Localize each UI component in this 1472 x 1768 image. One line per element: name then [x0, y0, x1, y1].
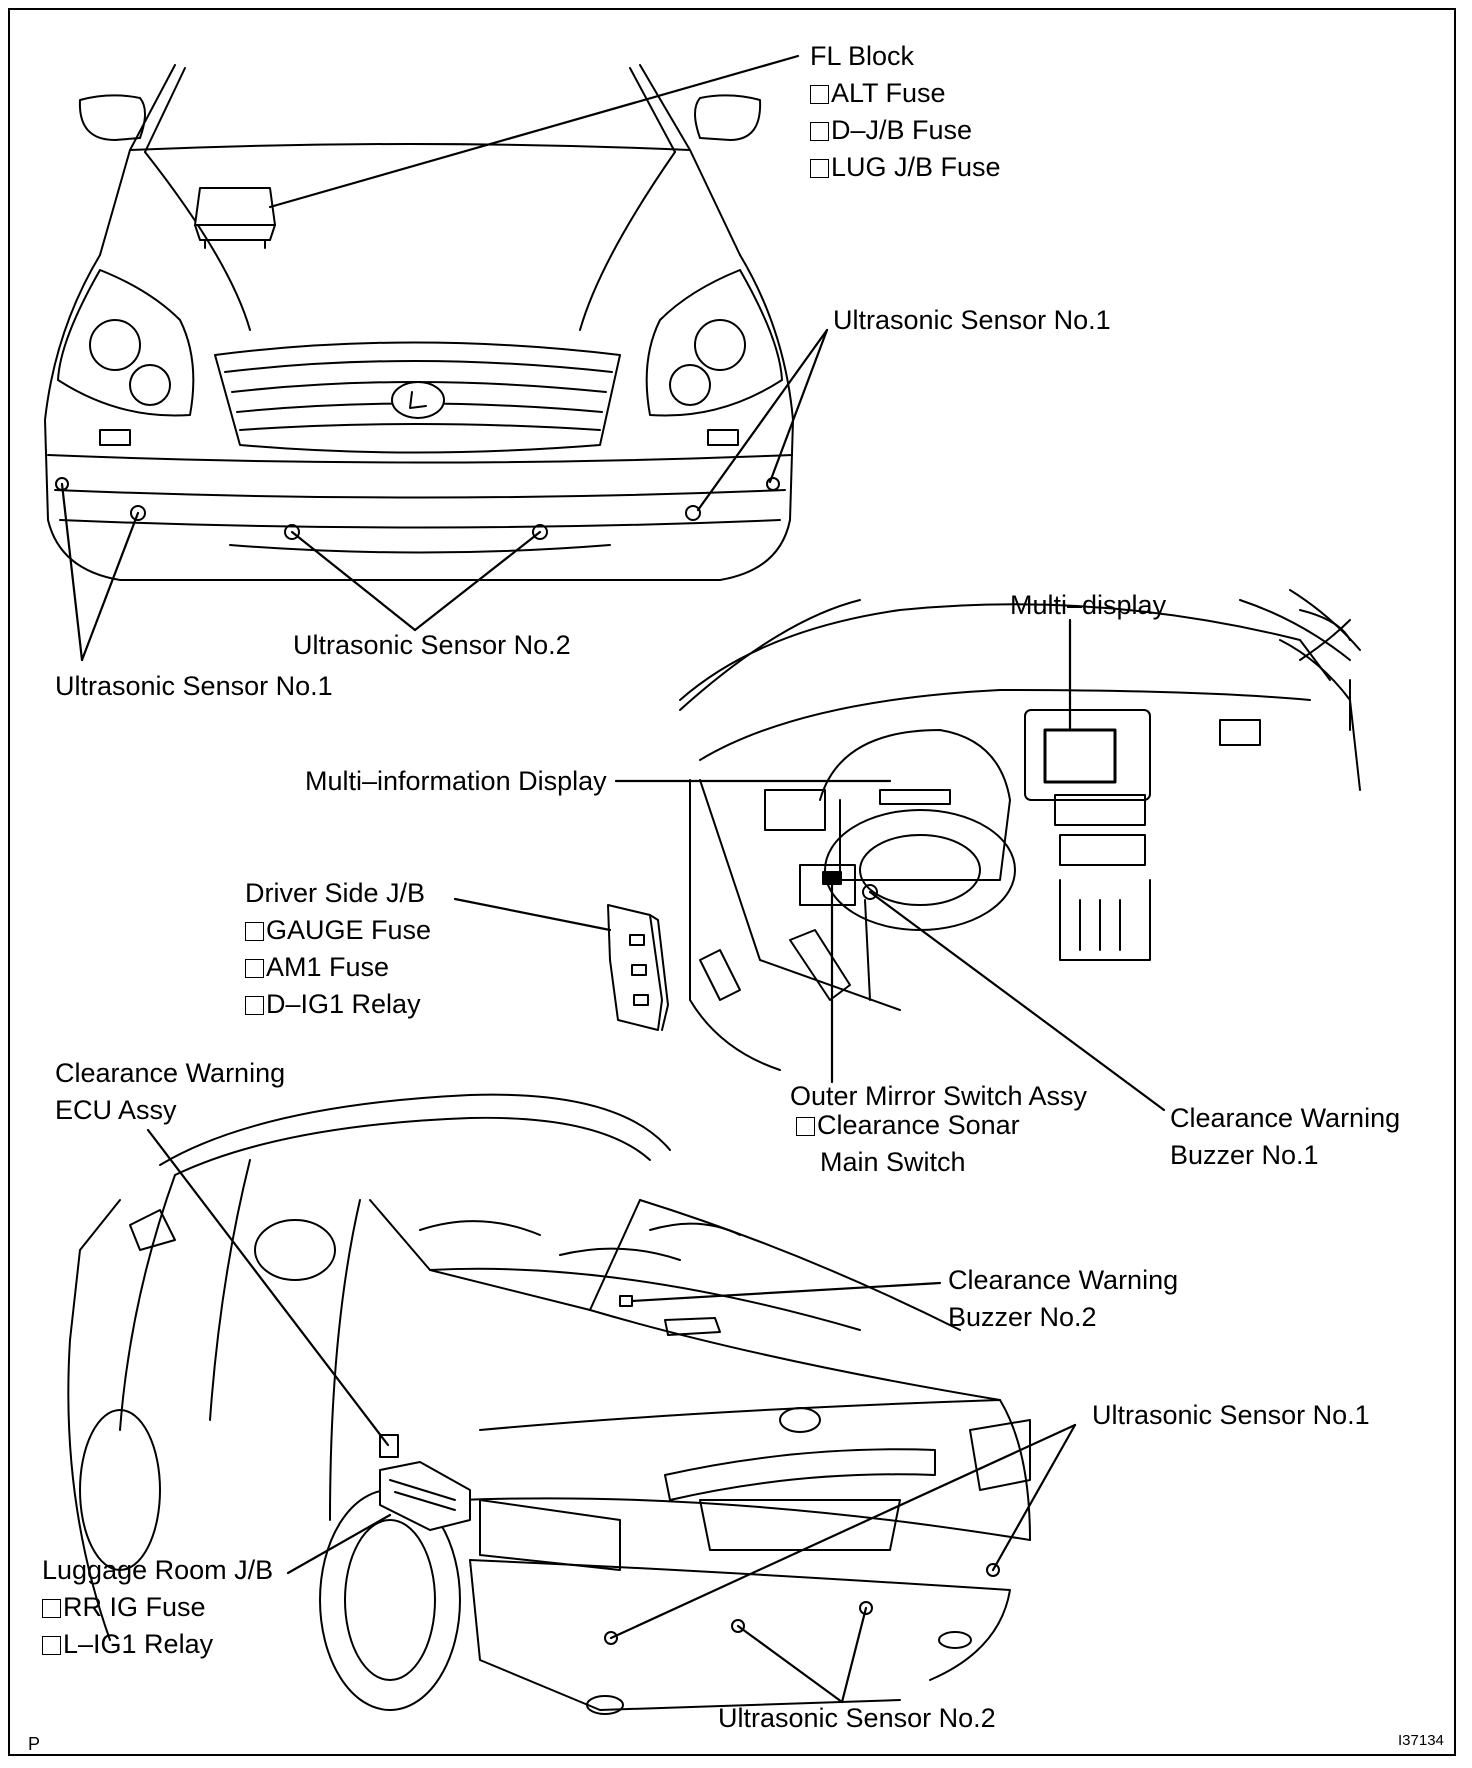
ultrasonic-sensor-1-front-right-label: Ultrasonic Sensor No.1: [833, 305, 1111, 335]
driver-side-jb-item: AM1 Fuse: [245, 949, 431, 986]
checkbox-icon: [810, 159, 829, 178]
driver-side-jb-item: D–IG1 Relay: [245, 986, 431, 1023]
ultrasonic-sensor-1-rear-label: Ultrasonic Sensor No.1: [1092, 1400, 1370, 1430]
checkbox-icon: [42, 1636, 61, 1655]
checkbox-icon: [796, 1117, 815, 1136]
checkbox-icon: [245, 959, 264, 978]
dashboard-illustration: [679, 589, 1361, 1071]
fl-block-label: FL Block ALT Fuse D–J/B Fuse LUG J/B Fus…: [810, 38, 1001, 186]
clearance-warning-buzzer-1-label: Clearance Warning Buzzer No.1: [1170, 1103, 1401, 1170]
fl-block-title: FL Block: [810, 41, 915, 71]
ultrasonic-sensor-1-front-left-label: Ultrasonic Sensor No.1: [55, 671, 333, 701]
luggage-room-jb-title: Luggage Room J/B: [42, 1555, 274, 1585]
fl-block-item: D–J/B Fuse: [810, 112, 1001, 149]
outer-mirror-switch-title: Outer Mirror Switch Assy: [790, 1081, 1088, 1111]
fl-block-item: ALT Fuse: [810, 75, 1001, 112]
rear-ultrasonic-sensors: [604, 1563, 1000, 1645]
checkbox-icon: [245, 996, 264, 1015]
luggage-room-jb-item: L–IG1 Relay: [42, 1626, 273, 1663]
clearance-warning-ecu-label: Clearance Warning ECU Assy: [55, 1058, 286, 1125]
front-car-illustration: [44, 64, 794, 581]
outer-mirror-switch-label: Outer Mirror Switch Assy Clearance Sonar…: [790, 1078, 1087, 1181]
ultrasonic-sensor-2-rear-label: Ultrasonic Sensor No.2: [718, 1703, 996, 1733]
checkbox-icon: [810, 122, 829, 141]
luggage-room-jb-label: Luggage Room J/B RR IG Fuse L–IG1 Relay: [42, 1552, 273, 1663]
rear-car-illustration: [67, 1093, 1031, 1715]
clearance-warning-buzzer-2-label: Clearance Warning Buzzer No.2: [948, 1265, 1179, 1332]
multi-display-label: Multi–display: [1010, 590, 1167, 620]
figure-id: I37134: [1398, 1732, 1444, 1749]
checkbox-icon: [245, 922, 264, 941]
checkbox-icon: [42, 1599, 61, 1618]
driver-side-jb-illustration: [607, 904, 669, 1031]
multi-information-display-label: Multi–information Display: [305, 766, 607, 796]
corner-mark-p: P: [28, 1734, 41, 1754]
figure-frame: [8, 8, 1456, 1756]
driver-side-jb-title: Driver Side J/B: [245, 878, 426, 908]
outer-mirror-switch-item: Clearance Sonar: [796, 1107, 1087, 1144]
luggage-room-jb-item: RR IG Fuse: [42, 1589, 273, 1626]
checkbox-icon: [810, 85, 829, 104]
driver-side-jb-item: GAUGE Fuse: [245, 912, 431, 949]
ultrasonic-sensor-2-front-label: Ultrasonic Sensor No.2: [293, 630, 571, 660]
leader-lines: [60, 54, 1166, 1704]
front-ultrasonic-sensors: [55, 477, 780, 540]
driver-side-jb-label: Driver Side J/B GAUGE Fuse AM1 Fuse D–IG…: [245, 875, 431, 1023]
fl-block-item: LUG J/B Fuse: [810, 149, 1001, 186]
